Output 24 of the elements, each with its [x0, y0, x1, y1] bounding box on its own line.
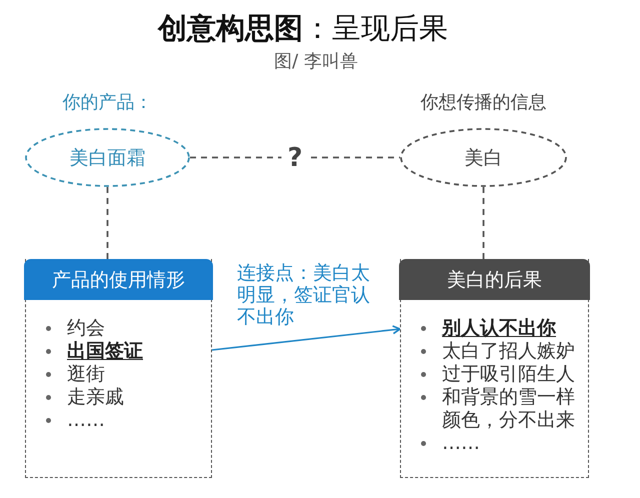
- node-heading: 你的产品：: [62, 91, 152, 115]
- card-header: 产品的使用情形: [24, 259, 213, 300]
- byline-text: 图/ 李叫兽: [274, 51, 358, 73]
- node-heading: 你想传播的信息: [420, 91, 546, 115]
- list-item: 逛街: [67, 363, 105, 386]
- list-item: 走亲戚: [67, 386, 124, 409]
- arrow: [212, 325, 401, 351]
- dashed-card: [400, 259, 589, 478]
- card-header: 美白的后果: [399, 259, 590, 300]
- list-item: 别人认不出你: [442, 317, 556, 340]
- list-item: 和背景的雪一样颜色，分不出来: [442, 386, 576, 432]
- ellipse-label: 美白面霜: [70, 146, 146, 170]
- list-item: 太白了招人嫉妒: [442, 340, 575, 363]
- list-item: 出国签证: [67, 340, 143, 363]
- dashed-connector: [190, 156, 400, 158]
- list-item: ……: [442, 432, 480, 455]
- list-item: 约会: [67, 317, 105, 340]
- dashed-connector: [482, 187, 484, 259]
- ellipse-label: 美白: [464, 146, 502, 170]
- list-item: 过于吸引陌生人: [442, 363, 575, 386]
- dashed-card: [25, 259, 212, 478]
- list-item: ……: [67, 409, 105, 432]
- diagram-title: 创意构思图：呈现后果: [158, 10, 448, 47]
- dashed-connector: [106, 187, 108, 259]
